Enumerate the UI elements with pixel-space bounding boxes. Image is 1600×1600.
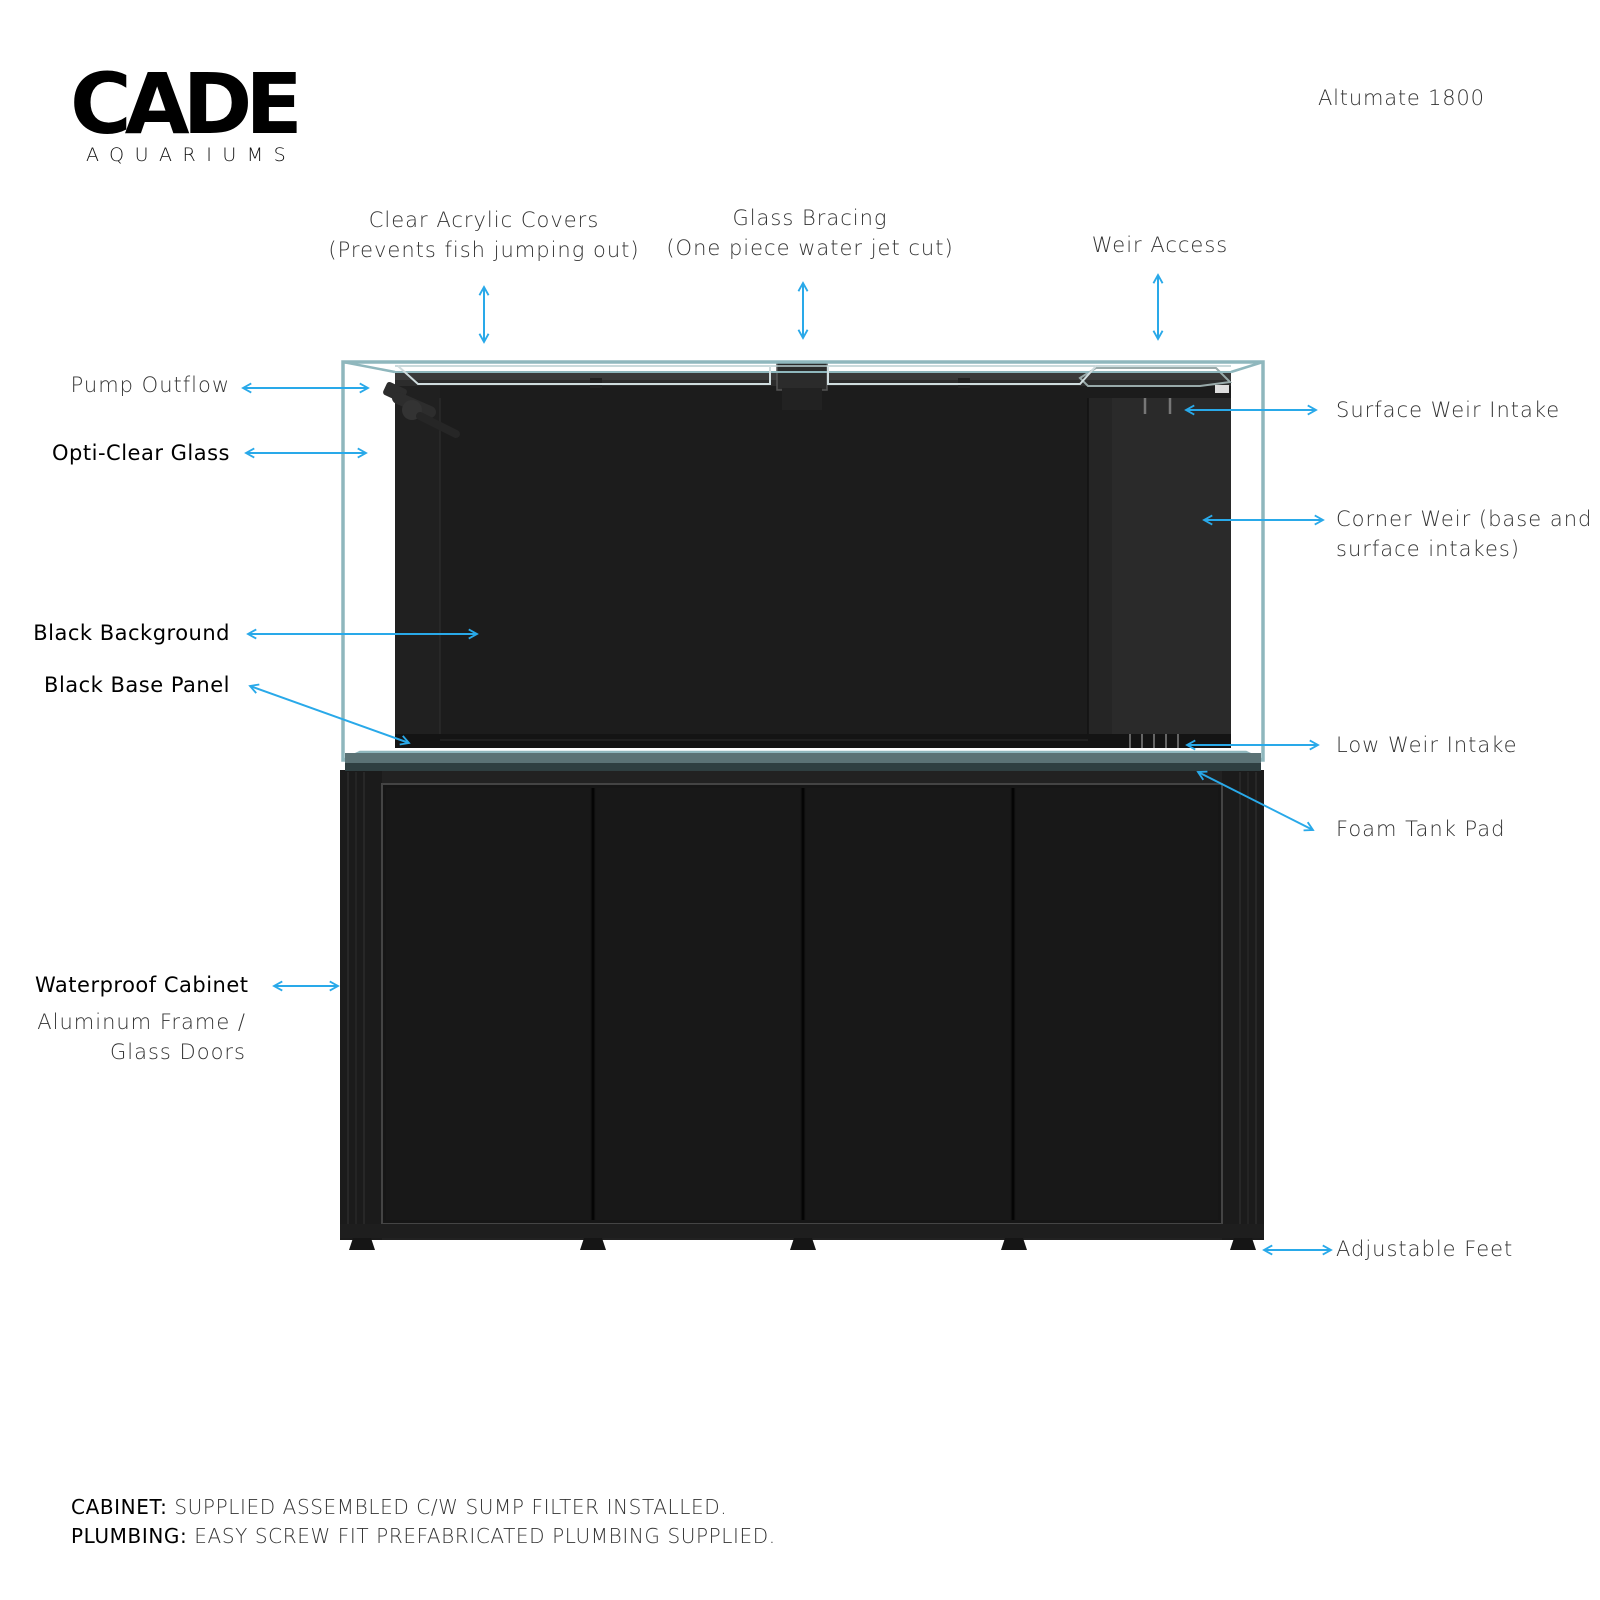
label-pump-outflow: Pump Outflow (70, 373, 230, 397)
cabinet (340, 770, 1264, 1240)
brand-wordmark: CADE (70, 55, 303, 153)
label-weir-access: Weir Access (1091, 233, 1229, 257)
label-corner-weir: Corner Weir (base and surface intakes) (1336, 504, 1592, 564)
label-line: (Prevents fish jumping out) (328, 238, 640, 262)
label-line: Corner Weir (base and (1336, 507, 1593, 531)
note-key: PLUMBING: (71, 1524, 188, 1548)
label-line: Glass Bracing (732, 206, 888, 230)
label-line: Clear Acrylic Covers (368, 208, 600, 232)
note-plumbing: PLUMBING: EASY SCREW FIT PREFABRICATED P… (71, 1522, 776, 1551)
brand-logo: CADE AQUARIUMS (70, 62, 303, 172)
pump-outflow-nozzle (383, 381, 460, 438)
label-aluminum-frame: Aluminum Frame / Glass Doors (20, 1007, 246, 1067)
label-adjustable-feet: Adjustable Feet (1336, 1237, 1514, 1261)
label-surface-weir-intake: Surface Weir Intake (1336, 398, 1561, 422)
label-line: (One piece water jet cut) (666, 236, 954, 260)
label-line: surface intakes) (1336, 537, 1520, 561)
arrow-icon (1198, 772, 1313, 830)
note-value: SUPPLIED ASSEMBLED C/W SUMP FILTER INSTA… (174, 1495, 728, 1519)
note-cabinet: CABINET: SUPPLIED ASSEMBLED C/W SUMP FIL… (71, 1493, 776, 1522)
spec-notes: CABINET: SUPPLIED ASSEMBLED C/W SUMP FIL… (71, 1493, 776, 1551)
callout-arrows (243, 275, 1331, 1250)
label-low-weir-intake: Low Weir Intake (1336, 733, 1518, 757)
note-value: EASY SCREW FIT PREFABRICATED PLUMBING SU… (194, 1524, 776, 1548)
label-black-background: Black Background (33, 621, 230, 645)
label-line: Aluminum Frame / (37, 1010, 246, 1034)
label-foam-tank-pad: Foam Tank Pad (1336, 817, 1506, 841)
label-clear-acrylic-covers: Clear Acrylic Covers (Prevents fish jump… (324, 205, 644, 265)
model-name: Altumate 1800 (1318, 86, 1485, 110)
label-waterproof-cabinet: Waterproof Cabinet (35, 973, 249, 997)
adjustable-feet (349, 1238, 1256, 1250)
cabinet-door[interactable] (1016, 788, 1218, 1220)
label-opti-clear-glass: Opti-Clear Glass (52, 441, 230, 465)
label-line: Glass Doors (110, 1040, 246, 1064)
label-black-base-panel: Black Base Panel (44, 673, 230, 697)
cabinet-door[interactable] (596, 788, 800, 1220)
note-key: CABINET: (71, 1495, 168, 1519)
label-glass-bracing: Glass Bracing (One piece water jet cut) (650, 203, 970, 263)
cabinet-doors (386, 788, 1218, 1220)
brand-subtitle: AQUARIUMS (86, 144, 297, 166)
cabinet-door[interactable] (806, 788, 1010, 1220)
arrow-icon (250, 686, 409, 743)
tank (383, 361, 1233, 748)
cabinet-door[interactable] (386, 788, 590, 1220)
